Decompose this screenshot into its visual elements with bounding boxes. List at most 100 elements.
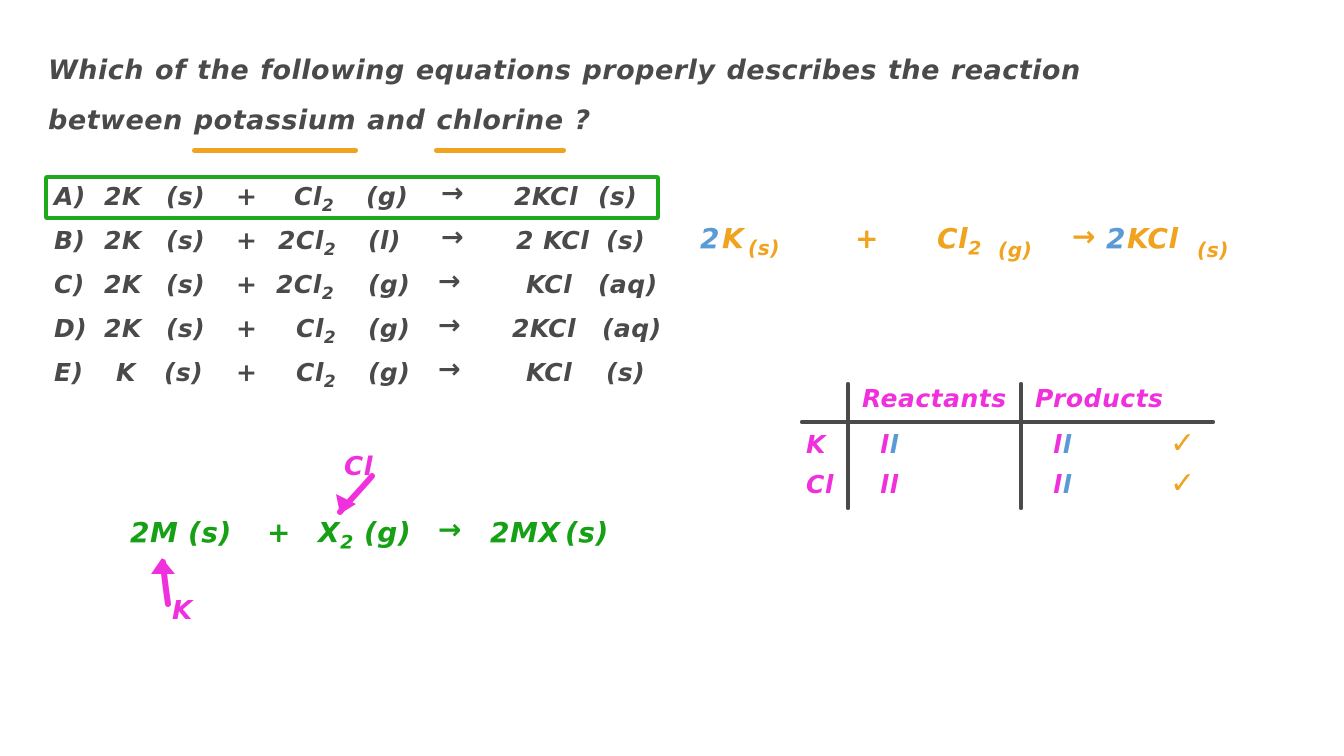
general-symbol-2: X2 (318, 516, 354, 554)
option-state3: (aq) (598, 270, 658, 299)
balanced-plus: + (855, 222, 879, 255)
balanced-coefficient-1: 2 (700, 222, 720, 255)
question-word: the (887, 55, 940, 86)
tally-reactants: ll (880, 470, 900, 499)
option-letter: B) (54, 226, 86, 255)
table-row-element: Cl (806, 470, 834, 499)
answer-option-d[interactable]: D) 2K (s) + Cl2 (g) → 2KCl (aq) (46, 308, 666, 352)
answer-option-c[interactable]: C) 2K (s) + 2Cl2 (g) → KCl (aq) (46, 264, 666, 308)
tally-products: ll (1053, 430, 1073, 459)
check-icon: ✓ (1170, 426, 1196, 461)
general-symbol-3: MX (510, 516, 561, 549)
general-coefficient-1: 2 (130, 516, 150, 549)
balanced-formula-1: K (722, 222, 745, 255)
balanced-state-1: (s) (748, 236, 780, 260)
reaction-arrow-icon: → (441, 222, 465, 253)
option-plus: + (236, 314, 258, 343)
option-reagent1: K (116, 358, 136, 387)
general-coefficient-3: 2 (490, 516, 510, 549)
option-product: 2 KCl (516, 226, 590, 255)
option-state3: (s) (598, 182, 638, 211)
option-state1: (s) (166, 270, 206, 299)
option-reagent1: 2K (104, 314, 142, 343)
option-letter: D) (54, 314, 88, 343)
reaction-arrow-icon: → (438, 354, 462, 385)
option-reagent2: 2Cl2 (276, 270, 335, 304)
option-product: 2KCl (512, 314, 577, 343)
option-state1: (s) (166, 182, 206, 211)
answer-options-list: A) 2K (s) + Cl2 (g) → 2KCl (s) B) 2K (s)… (46, 176, 666, 396)
annotation-arrow-potassium-icon (151, 558, 175, 607)
question-word: describes (726, 55, 877, 86)
option-state2: (g) (368, 358, 411, 387)
general-plus: + (267, 516, 291, 549)
general-state-1: (s) (188, 516, 232, 549)
balanced-formula-3: KCl (1127, 222, 1179, 255)
question-word: following (260, 55, 405, 86)
question-word: and (367, 105, 426, 136)
option-state1: (s) (166, 226, 206, 255)
option-letter: E) (54, 358, 84, 387)
general-symbol-1: M (150, 516, 179, 549)
option-state3: (s) (606, 358, 646, 387)
table-header-reactants: Reactants (862, 384, 1007, 413)
option-state2: (l) (368, 226, 401, 255)
balanced-state-3: (s) (1197, 238, 1229, 262)
question-word: properly (582, 55, 716, 86)
highlighted-term-potassium: potassium (191, 96, 359, 153)
option-letter: C) (54, 270, 85, 299)
annotation-label-potassium: K (172, 596, 193, 626)
option-state3: (s) (606, 226, 646, 255)
answer-option-e[interactable]: E) K (s) + Cl2 (g) → KCl (s) (46, 352, 666, 396)
question-word: equations (415, 55, 572, 86)
option-plus: + (236, 226, 258, 255)
question-mark: ? (574, 105, 591, 136)
table-vertical-rule-1 (846, 382, 850, 510)
reaction-arrow-icon: → (438, 513, 462, 546)
balanced-coefficient-3: 2 (1106, 222, 1126, 255)
balanced-state-2: (g) (998, 238, 1033, 262)
option-plus: + (236, 182, 258, 211)
balanced-formula-2: Cl2 (937, 222, 982, 260)
tally-reactants: ll (880, 430, 900, 459)
option-reagent1: 2K (104, 270, 142, 299)
reaction-arrow-icon: → (441, 178, 465, 209)
answer-option-a[interactable]: A) 2K (s) + Cl2 (g) → 2KCl (s) (46, 176, 666, 220)
table-horizontal-rule (800, 420, 1215, 424)
reaction-arrow-icon: → (1072, 220, 1096, 253)
option-reagent2: Cl2 (294, 182, 335, 216)
table-header-products: Products (1035, 384, 1164, 413)
option-plus: + (236, 358, 258, 387)
reaction-arrow-icon: → (438, 266, 462, 297)
table-vertical-rule-2 (1019, 382, 1023, 510)
reaction-arrow-icon: → (438, 310, 462, 341)
option-reagent1: 2K (104, 226, 142, 255)
option-plus: + (236, 270, 258, 299)
general-state-2: (g) (364, 516, 412, 549)
option-state1: (s) (164, 358, 204, 387)
question-word: of (155, 55, 187, 86)
option-letter: A) (54, 182, 86, 211)
option-reagent2: Cl2 (296, 314, 337, 348)
option-reagent2: 2Cl2 (278, 226, 337, 260)
tally-products: ll (1053, 470, 1073, 499)
question-word: reaction (950, 55, 1081, 86)
table-row-element: K (806, 430, 826, 459)
option-product: KCl (526, 358, 573, 387)
general-state-3: (s) (565, 516, 609, 549)
answer-option-b[interactable]: B) 2K (s) + 2Cl2 (l) → 2 KCl (s) (46, 220, 666, 264)
highlighted-term-chlorine: chlorine (434, 96, 566, 153)
option-product: 2KCl (514, 182, 579, 211)
option-product: KCl (526, 270, 573, 299)
question-word: Which (48, 55, 144, 86)
option-reagent1: 2K (104, 182, 142, 211)
question-word: between (48, 105, 183, 136)
option-state2: (g) (366, 182, 409, 211)
question-word: the (197, 55, 250, 86)
option-state2: (g) (368, 270, 411, 299)
option-state2: (g) (368, 314, 411, 343)
option-reagent2: Cl2 (296, 358, 337, 392)
option-state3: (aq) (602, 314, 662, 343)
atom-balance-table: Reactants Products K ll ll ✓ Cl ll ll ✓ (800, 382, 1220, 512)
